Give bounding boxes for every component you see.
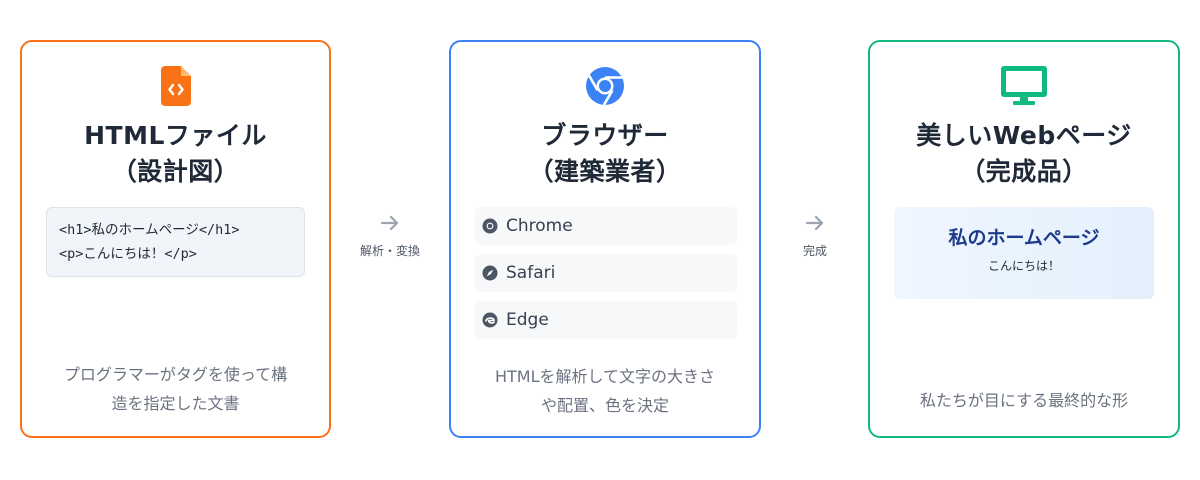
code-line: <p>こんにちは！</p> — [59, 246, 197, 262]
browser-item-label: Chrome — [506, 216, 573, 236]
chrome-icon — [451, 66, 759, 106]
description-line: 造を指定した文書 — [111, 394, 240, 413]
edge-icon — [482, 312, 498, 328]
browser-description: HTMLを解析して文字の大きさ や配置、色を決定 — [475, 362, 735, 420]
description-line: プログラマーがタグを使って構 — [63, 365, 288, 384]
parse-transform-connector: 解析・変換 — [340, 212, 440, 259]
chrome-icon — [482, 218, 498, 234]
html-file-description: プログラマーがタグを使って構 造を指定した文書 — [46, 360, 305, 418]
code-sample: <h1>私のホームページ</h1> <p>こんにちは！</p> — [46, 207, 305, 277]
webpage-title: 美しいWebページ （完成品） — [870, 118, 1178, 190]
connector-label: 解析・変換 — [359, 244, 420, 258]
webpage-description: 私たちが目にする最終的な形 — [919, 391, 1129, 410]
preview-heading: 私のホームページ — [948, 227, 1100, 249]
code-line: <h1>私のホームページ</h1> — [59, 222, 240, 238]
webpage-title-sub: （完成品） — [960, 157, 1088, 186]
browser-item-edge: Edge — [475, 301, 737, 339]
webpage-title-main: 美しいWebページ — [916, 121, 1132, 150]
browser-item-label: Edge — [506, 310, 549, 330]
browser-title: ブラウザー （建築業者） — [451, 118, 759, 190]
webpage-card: 美しいWebページ （完成品） 私のホームページ こんにちは！ 私たちが目にする… — [868, 40, 1180, 438]
file-code-icon — [22, 66, 329, 106]
html-file-title-sub: （設計図） — [111, 157, 240, 186]
html-file-title: HTMLファイル （設計図） — [22, 118, 329, 190]
browser-title-sub: （建築業者） — [528, 157, 682, 186]
compass-icon — [482, 265, 498, 281]
description-line: HTMLを解析して文字の大きさ — [494, 367, 716, 386]
monitor-icon — [870, 66, 1178, 106]
arrow-right-icon — [380, 215, 399, 231]
browser-card: ブラウザー （建築業者） Chrome — [449, 40, 761, 438]
arrow-right-icon — [805, 215, 824, 231]
complete-connector: 完成 — [765, 212, 865, 259]
browser-item-safari: Safari — [475, 254, 737, 292]
description-line: や配置、色を決定 — [540, 396, 669, 415]
webpage-preview: 私のホームページ こんにちは！ — [894, 207, 1154, 299]
browser-item-label: Safari — [506, 263, 556, 283]
html-file-title-main: HTMLファイル — [84, 121, 267, 150]
browser-list: Chrome Safari Edge — [475, 207, 737, 348]
browser-title-main: ブラウザー — [541, 121, 669, 150]
html-file-card: HTMLファイル （設計図） <h1>私のホームページ</h1> <p>こんにち… — [20, 40, 331, 438]
connector-label: 完成 — [802, 244, 827, 258]
browser-item-chrome: Chrome — [475, 207, 737, 245]
preview-text: こんにちは！ — [987, 259, 1060, 273]
